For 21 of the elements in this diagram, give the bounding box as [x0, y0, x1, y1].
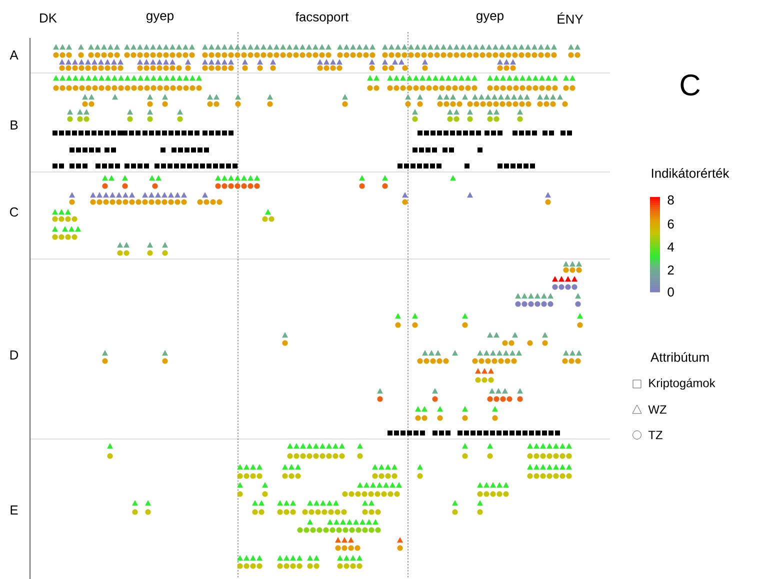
legend-label: Kriptogámok [649, 378, 716, 390]
group-label: A [10, 50, 18, 60]
colorbar-tick-label: 0 [668, 287, 674, 297]
legend-title: Indikátorérték [652, 168, 730, 178]
group-label: D [10, 350, 18, 360]
panel-letter: C [680, 74, 700, 96]
group-label: B [10, 120, 18, 130]
zone-label: DK [40, 14, 57, 22]
zone-label: gyep [146, 13, 174, 23]
colorbar-tick-label: 4 [668, 242, 674, 252]
group-label: C [10, 207, 18, 217]
legend-label: TZ [648, 430, 662, 440]
colorbar-tick-label: 8 [668, 195, 674, 205]
legend-label: WZ [648, 405, 666, 414]
zone-label: ÉNY [558, 12, 584, 24]
colorbar-tick-label: 2 [668, 265, 674, 275]
colorbar-tick-label: 6 [668, 219, 674, 229]
group-label: E [10, 506, 18, 514]
legend-title: Attribútum [650, 352, 709, 362]
zone-label: facsoport [296, 12, 349, 24]
zone-label: gyep [476, 13, 504, 23]
